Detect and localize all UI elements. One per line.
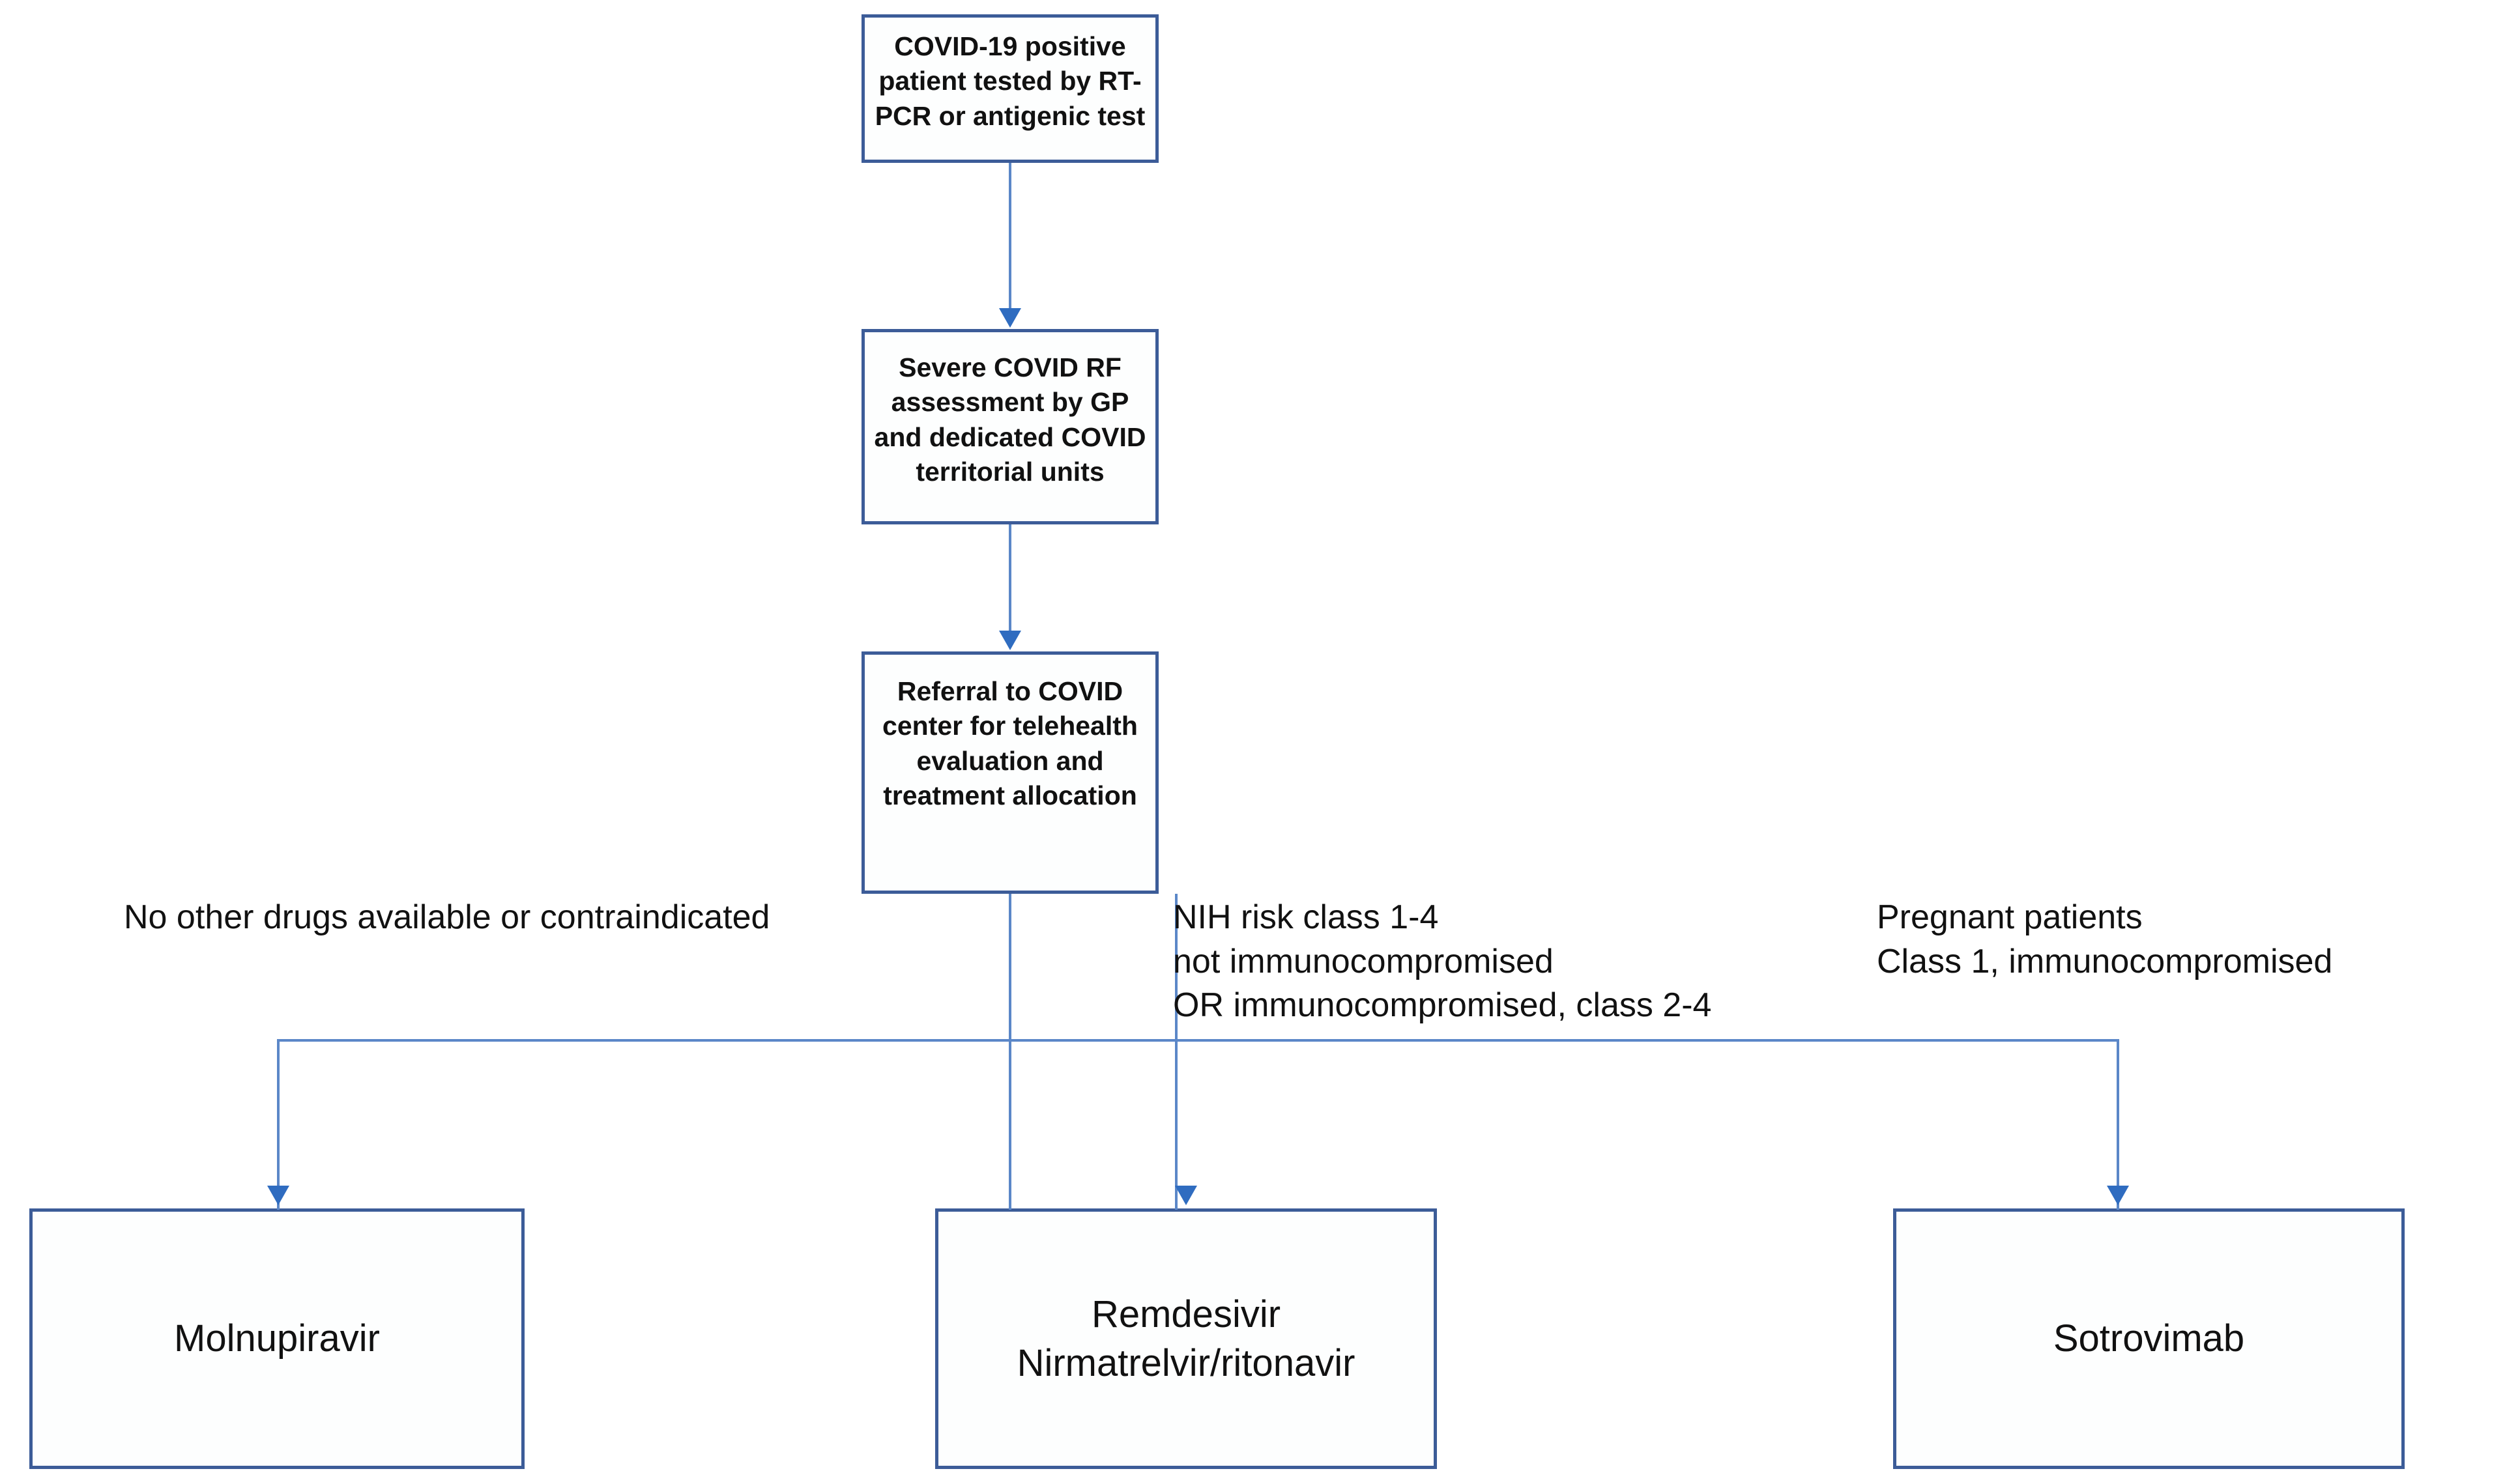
node-referral-covid-center-label: Referral to COVID center for telehealth … (882, 676, 1138, 810)
node-covid-positive-patient-label: COVID-19 positive patient tested by RT-P… (875, 31, 1146, 131)
arrowhead-to-molnupiravir (267, 1186, 289, 1205)
connector-top-to-assessment (1009, 163, 1011, 309)
node-molnupiravir-label: Molnupiravir (174, 1317, 380, 1360)
connector-bus-to-molnupiravir (277, 1039, 280, 1210)
node-severe-covid-rf-assessment-label: Severe COVID RF assessment by GP and ded… (874, 352, 1146, 487)
node-molnupiravir: Molnupiravir (29, 1208, 525, 1469)
node-sotrovimab-label: Sotrovimab (2053, 1317, 2245, 1360)
connector-horizontal-bus (277, 1039, 2119, 1042)
arrowhead-to-referral (999, 631, 1021, 650)
edge-label-right: Pregnant patients Class 1, immunocomprom… (1877, 898, 2333, 980)
arrowhead-to-assessment (999, 308, 1021, 328)
node-remdesivir-nirmatrelvir: Remdesivir Nirmatrelvir/ritonavir (935, 1208, 1437, 1469)
edge-label-center: NIH risk class 1-4 not immunocompromised… (1173, 898, 1712, 1025)
connector-referral-to-remdesivir (1175, 894, 1178, 1210)
node-referral-covid-center: Referral to COVID center for telehealth … (862, 651, 1159, 894)
node-remdesivir-nirmatrelvir-label: Remdesivir Nirmatrelvir/ritonavir (1017, 1292, 1355, 1384)
edge-label-left: No other drugs available or contraindica… (124, 898, 770, 936)
connector-referral-to-bus (1009, 894, 1011, 1210)
arrowhead-to-sotrovimab (2107, 1186, 2129, 1205)
connector-bus-to-sotrovimab (2117, 1039, 2119, 1210)
arrowhead-to-remdesivir (1175, 1186, 1197, 1205)
node-covid-positive-patient: COVID-19 positive patient tested by RT-P… (862, 14, 1159, 163)
connector-assessment-to-referral (1009, 524, 1011, 632)
node-sotrovimab: Sotrovimab (1893, 1208, 2405, 1469)
node-severe-covid-rf-assessment: Severe COVID RF assessment by GP and ded… (862, 329, 1159, 524)
